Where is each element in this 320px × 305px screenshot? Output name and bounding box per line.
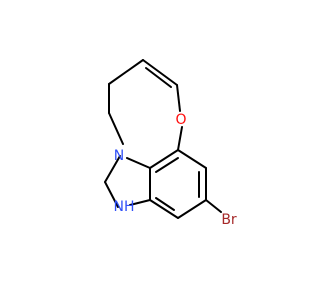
bond <box>176 84 181 112</box>
bond <box>149 149 179 169</box>
oxygen-atom-label: O <box>175 112 186 128</box>
bond-layer <box>104 59 222 219</box>
bond <box>177 199 207 219</box>
bond <box>104 155 121 183</box>
molecule-structure: O N NH Br <box>104 59 237 228</box>
bond <box>205 199 222 213</box>
bond <box>108 112 124 145</box>
bond <box>149 199 179 219</box>
bond <box>108 59 144 85</box>
nh-atom-label: NH <box>114 199 135 215</box>
bond <box>126 157 151 169</box>
bromine-atom-label: Br <box>221 212 237 228</box>
atom-label-layer: O N NH Br <box>114 112 237 228</box>
bond <box>104 181 119 208</box>
double-bond-inner <box>155 157 179 173</box>
nitrogen-atom-label: N <box>114 148 124 164</box>
double-bond-inner <box>145 67 172 88</box>
bond <box>129 199 151 206</box>
bond <box>142 59 178 86</box>
structure-canvas: O N NH Br <box>104 59 237 228</box>
bond <box>177 126 183 151</box>
bond <box>177 149 207 169</box>
double-bond-inner <box>155 197 175 211</box>
